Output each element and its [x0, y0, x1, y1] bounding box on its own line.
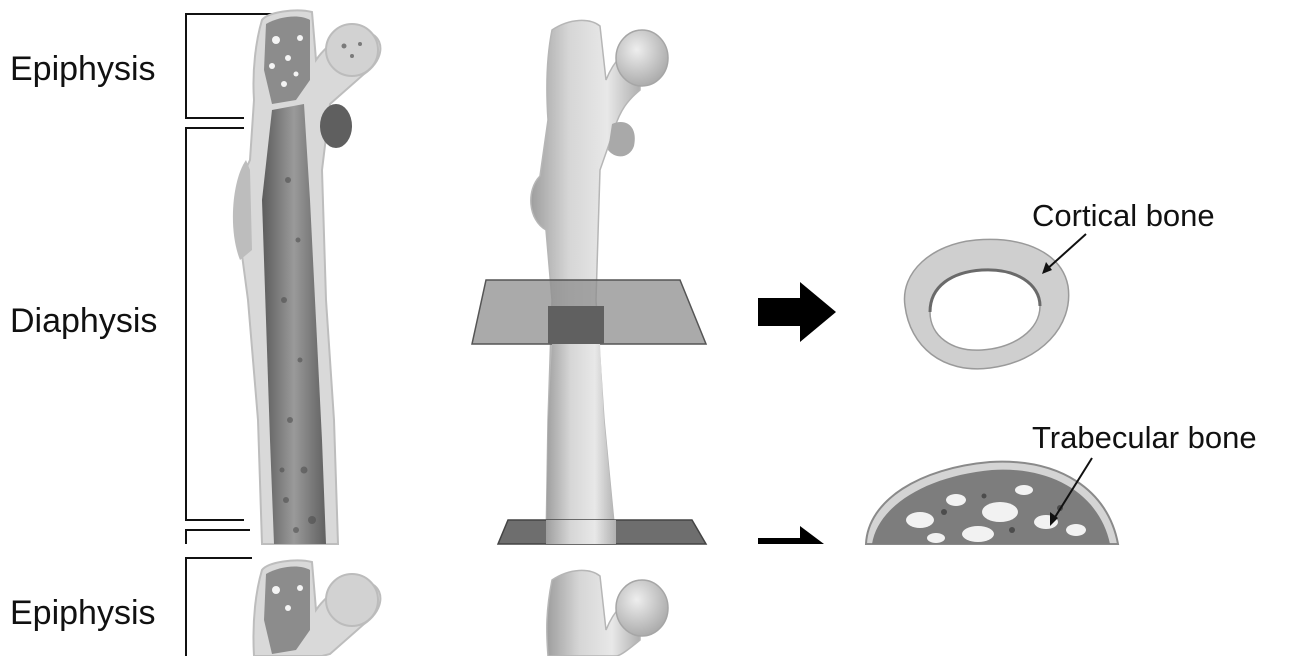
femur-whole-trochanter: [608, 122, 635, 156]
femur-cross-section-repeat: [253, 560, 380, 656]
label-cortical-bone: Cortical bone: [1032, 198, 1215, 234]
cutting-plane-lower: [498, 520, 706, 544]
femur-section-bulge: [233, 160, 252, 260]
arrow-right-lower: [758, 526, 824, 544]
label-epiphysis-top: Epiphysis: [10, 50, 156, 89]
cutting-plane-upper: [472, 280, 706, 544]
bracket-diaphysis: [186, 128, 244, 520]
label-trabecular-bone: Trabecular bone: [1032, 420, 1257, 456]
femur-whole-repeat: [547, 570, 668, 656]
cortical-bone-ring: [904, 239, 1068, 368]
femur-section-trochanter: [320, 104, 352, 148]
arrow-right-upper: [758, 282, 836, 342]
cut-band-upper: [548, 306, 604, 344]
femur-section-head: [326, 24, 378, 76]
cortical-bone-pointer: [1046, 234, 1086, 270]
bracket-diaphysis-bottom-stub: [186, 530, 250, 544]
femur-cross-section: [233, 10, 381, 544]
trabecular-bone-section: [866, 462, 1118, 544]
femur-whole-head: [616, 30, 668, 86]
label-diaphysis: Diaphysis: [10, 302, 157, 341]
label-epiphysis-bottom: Epiphysis: [10, 594, 156, 633]
bracket-epiphysis-bottom: [186, 558, 252, 656]
